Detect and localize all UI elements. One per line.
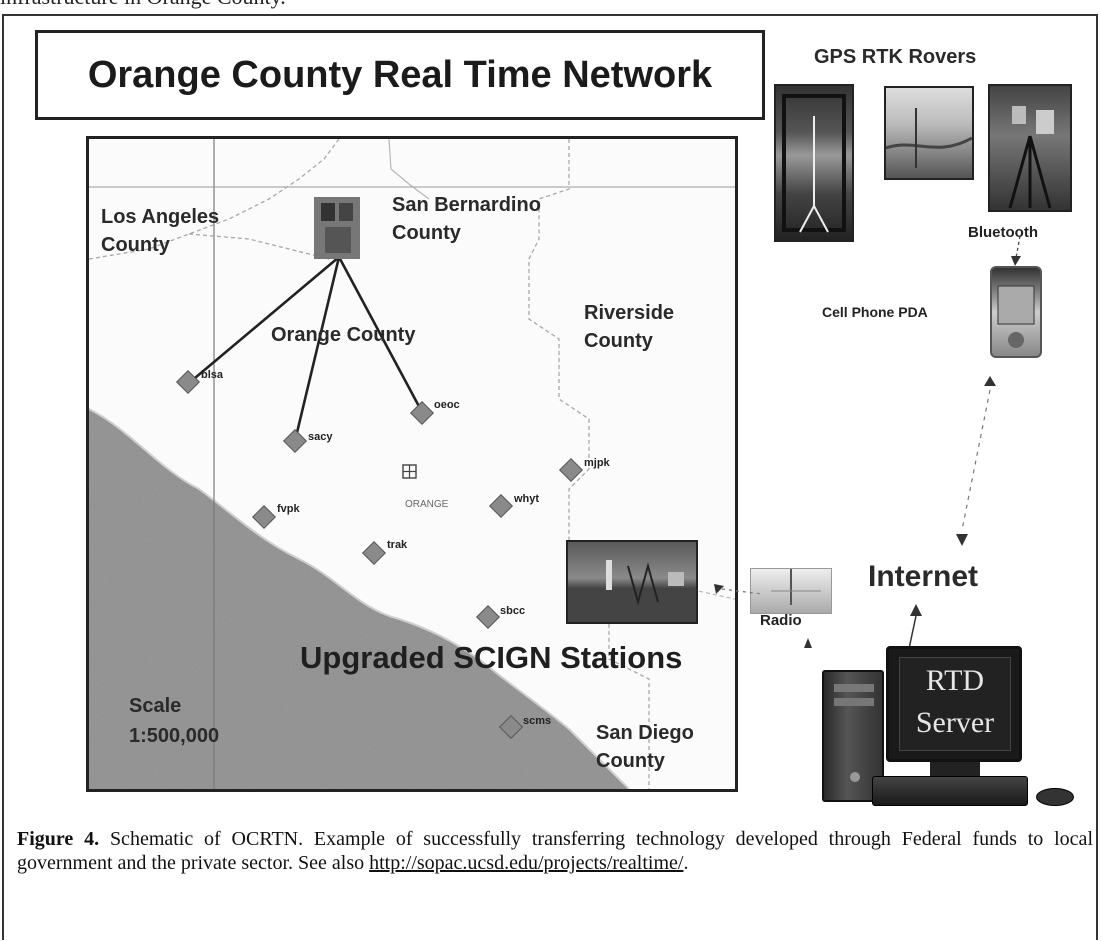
- label-riverside-county: Riverside County: [584, 302, 675, 352]
- server-monitor-stand: [930, 762, 980, 776]
- label-los-angeles-county: Los Angeles County: [101, 206, 220, 256]
- label-san-diego-county: San Diego County: [596, 722, 694, 772]
- station-marker-fvpk: [251, 504, 277, 530]
- city-label-orange: ORANGE: [405, 499, 449, 510]
- map-panel: Los Angeles County San Bernardino County…: [86, 136, 738, 792]
- server-mouse: [1036, 788, 1074, 806]
- radio-label: Radio: [760, 612, 802, 629]
- rovers-title: GPS RTK Rovers: [814, 46, 977, 68]
- station-label-trak: trak: [387, 539, 408, 551]
- server-keyboard: [872, 776, 1028, 806]
- caption-end: .: [683, 852, 689, 874]
- cell-phone-pda-photo: [990, 266, 1042, 358]
- station-marker-mjpk: [558, 457, 584, 483]
- pda-label: Cell Phone PDA: [822, 304, 928, 320]
- ocean-area: [89, 409, 629, 789]
- caption-text: Schematic of OCRTN. Example of successfu…: [17, 828, 1093, 874]
- radio-photo: [750, 568, 832, 614]
- intro-text: infrastructure in Orange County.: [0, 0, 286, 10]
- station-label-sacy: sacy: [308, 431, 333, 443]
- upgraded-stations-heading: Upgraded SCIGN Stations: [300, 640, 683, 675]
- rover-photo-1: [774, 84, 854, 242]
- link-blsa: [188, 256, 340, 384]
- figure-title: Orange County Real Time Network: [87, 53, 713, 96]
- internet-label: Internet: [868, 560, 979, 593]
- scale-label: Scale 1:500,000: [129, 695, 220, 747]
- station-label-sbcc: sbcc: [500, 605, 526, 617]
- station-label-oeoc: oeoc: [434, 399, 460, 411]
- station-label-mjpk: mjpk: [584, 457, 610, 469]
- rover-photo-3: [988, 84, 1072, 212]
- station-marker-sbcc: [475, 604, 501, 630]
- bluetooth-arrow: [1011, 236, 1021, 266]
- station-marker-oeoc: [409, 400, 435, 426]
- station-marker-sacy: [282, 428, 308, 454]
- label-san-bernardino-county: San Bernardino County: [392, 194, 541, 244]
- coastline: [89, 408, 630, 789]
- radio-station-link: [714, 584, 763, 595]
- link-sacy: [293, 256, 341, 442]
- county-boundary-la: [89, 139, 340, 260]
- server-tower: [822, 670, 884, 802]
- figure-caption: Figure 4. Schematic of OCRTN. Example of…: [17, 827, 1093, 875]
- station-label-whyt: whyt: [514, 493, 540, 505]
- map-graphic: [89, 139, 735, 789]
- link-oeoc: [337, 256, 424, 413]
- radio-server-arrow: [804, 638, 812, 648]
- station-marker-whyt: [488, 493, 514, 519]
- reference-station-photo: [566, 540, 698, 624]
- pda-internet-link: [956, 376, 996, 546]
- station-label-scms: scms: [523, 715, 552, 727]
- title-box: Orange County Real Time Network: [35, 30, 765, 120]
- server-screen-text: RTD Server: [915, 664, 995, 739]
- station-marker-trak: [361, 540, 387, 566]
- station-label-blsa: blsa: [201, 369, 224, 381]
- figure-frame: [2, 14, 1098, 940]
- station-label-fvpk: fvpk: [277, 503, 300, 515]
- county-boundary-north: [188, 233, 330, 260]
- station-marker-scms: [498, 714, 524, 740]
- caption-link[interactable]: http://sopac.ucsd.edu/projects/realtime/: [369, 852, 684, 874]
- rover-photo-2: [884, 86, 974, 180]
- server-monitor: RTD Server: [886, 646, 1022, 762]
- label-orange-county: Orange County: [271, 324, 416, 346]
- map-road: [388, 139, 430, 200]
- caption-label: Figure 4.: [17, 828, 100, 850]
- station-marker-blsa: [175, 369, 201, 395]
